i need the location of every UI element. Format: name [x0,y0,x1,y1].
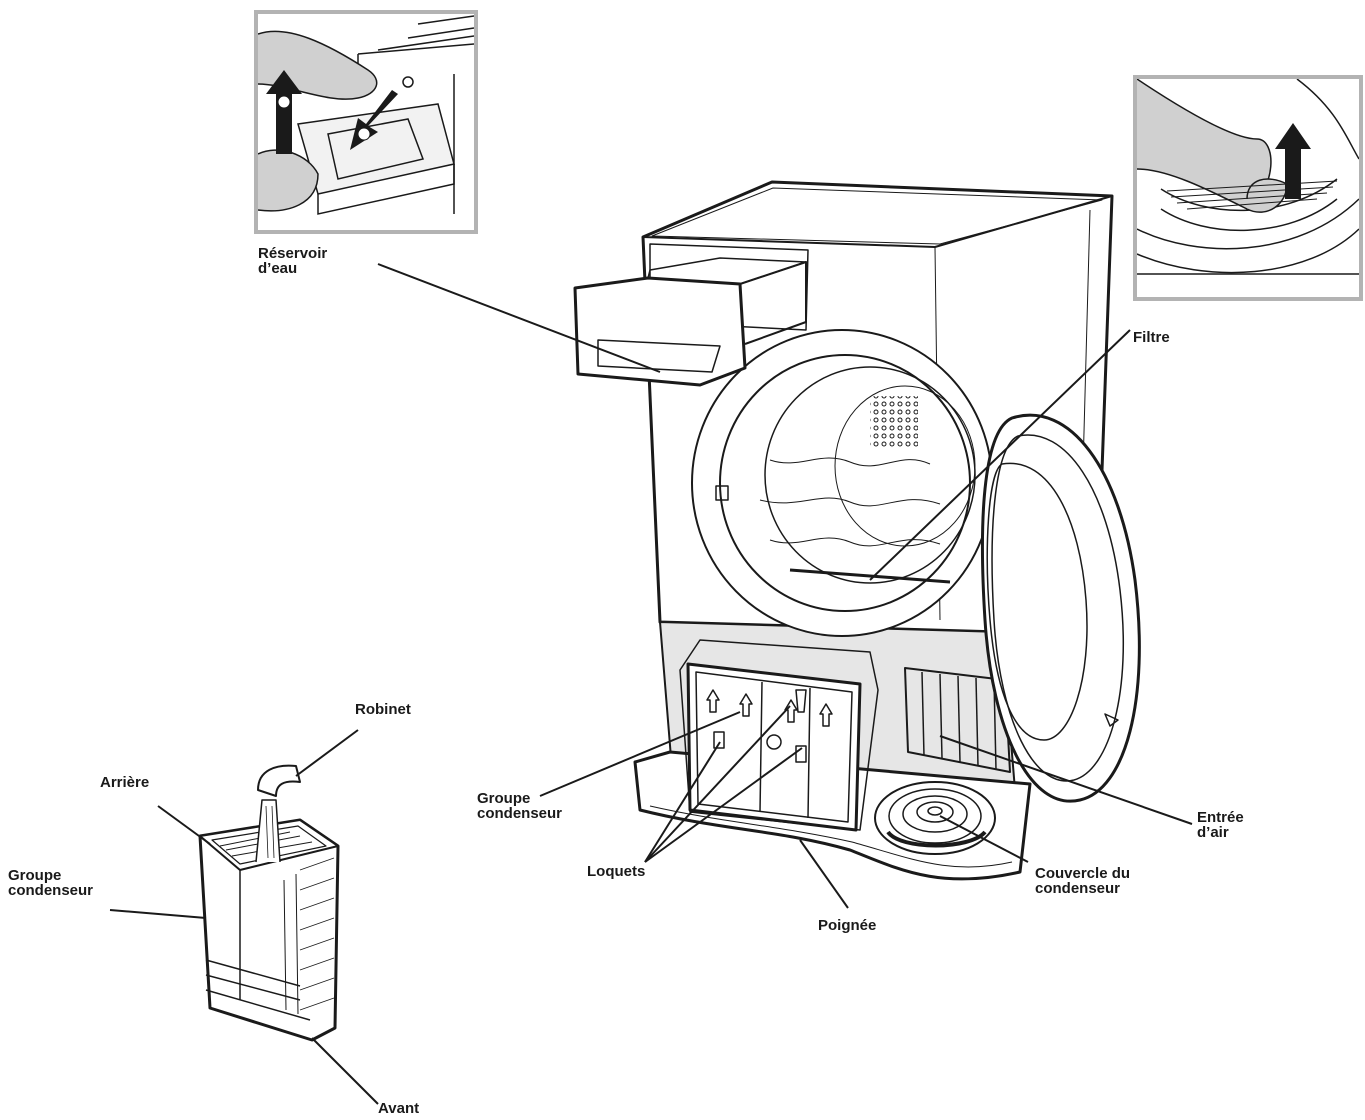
leader-groupe-mid [539,711,741,797]
reservoir-removal-illustration [258,15,474,215]
label-filtre-text: Filtre [1133,329,1170,346]
label-entree-line1: Entrée [1197,809,1244,826]
label-reservoir-line2: d’eau [258,260,298,277]
label-filtre: Filtre [1133,330,1170,345]
label-loquets-text: Loquets [587,863,646,880]
label-robinet-text: Robinet [355,701,411,718]
leader-loquet-1 [644,741,721,863]
filter-inset [1133,75,1363,301]
reservoir-inset [254,10,478,234]
label-groupe-mid-line2: condenseur [477,805,563,822]
label-poignee-text: Poignée [818,917,877,934]
leader-couvercle [939,815,1029,863]
label-groupe-left: Groupe condenseur [8,868,93,898]
leader-groupe-left [109,909,207,919]
label-entree: Entrée d’air [1197,810,1244,840]
label-reservoir: Réservoir d’eau [258,246,327,276]
label-couvercle-line2: condenseur [1035,880,1121,897]
label-groupe-mid: Groupe condenseur [477,791,562,821]
label-groupe-left-line2: condenseur [8,882,94,899]
label-arriere: Arrière [100,775,149,790]
label-avant-text: Avant [378,1100,420,1117]
leader-filtre [869,329,1131,581]
leader-reservoir [377,263,661,373]
leader-loquet-2 [644,705,791,863]
label-couvercle: Couvercle du condenseur [1035,866,1130,896]
leader-poignee [799,839,849,909]
label-entree-line2: d’air [1197,824,1229,841]
leader-arriere [157,805,211,845]
label-couvercle-line1: Couvercle du [1035,865,1131,882]
label-loquets: Loquets [587,864,645,879]
label-arriere-text: Arrière [100,774,150,791]
leader-entree [939,735,1193,825]
label-groupe-left-line1: Groupe [8,867,62,884]
label-robinet: Robinet [355,702,411,717]
filter-removal-illustration [1137,79,1359,275]
leader-robinet [295,729,359,777]
label-avant: Avant [378,1101,419,1116]
label-poignee: Poignée [818,918,876,933]
label-reservoir-line1: Réservoir [258,245,328,262]
label-groupe-mid-line1: Groupe [477,790,531,807]
leader-loquet-3 [644,747,803,863]
leader-avant [311,1037,379,1105]
